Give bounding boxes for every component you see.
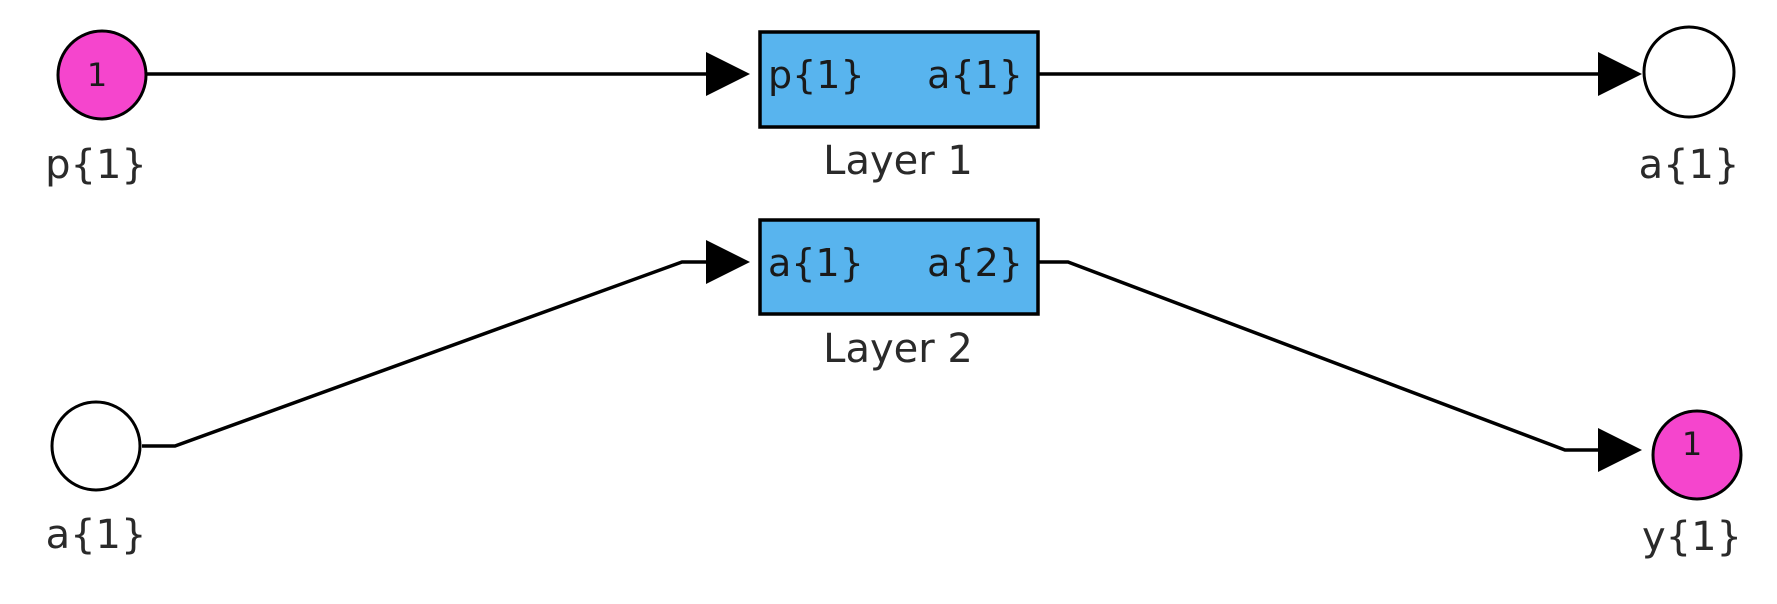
arrowhead-layer2-input <box>706 240 750 284</box>
inport-p1-circle <box>56 29 148 121</box>
inport-a1[interactable]: a{1} <box>46 400 147 558</box>
outport-a1-circle <box>1642 25 1736 119</box>
arrowhead-a1-output <box>1598 52 1642 96</box>
inport-p1-number: 1 <box>87 56 107 94</box>
arrowhead-y1-output <box>1598 428 1642 472</box>
outport-y1-label: y{1} <box>1642 514 1742 560</box>
layer2-block[interactable]: a{1} a{2} Layer 2 <box>758 218 1040 372</box>
outport-a1[interactable]: a{1} <box>1639 25 1740 188</box>
layer1-block[interactable]: p{1} a{1} Layer 1 <box>758 30 1040 184</box>
layer1-input-port-label: p{1} <box>768 53 865 97</box>
layer1-name: Layer 1 <box>823 138 973 184</box>
outport-y1-number: 1 <box>1682 425 1702 463</box>
inport-p1-label: p{1} <box>45 142 147 188</box>
inport-a1-circle <box>50 400 142 492</box>
layer2-name: Layer 2 <box>823 326 973 372</box>
layer2-output-port-label: a{2} <box>927 241 1023 285</box>
layer1-output-port-label: a{1} <box>927 53 1023 97</box>
layer2-block-body <box>758 218 1040 316</box>
inport-a1-label: a{1} <box>46 512 147 558</box>
outport-y1-circle <box>1651 409 1743 501</box>
layer1-block-body <box>758 30 1040 129</box>
outport-y1[interactable]: 1 y{1} <box>1642 409 1743 560</box>
inport-p1[interactable]: 1 p{1} <box>45 29 148 188</box>
arrowhead-layer1-input <box>706 52 750 96</box>
wire-layer2-to-y1-output <box>1038 260 1600 452</box>
wire-a1-to-layer2 <box>142 260 712 448</box>
outport-a1-label: a{1} <box>1639 142 1740 188</box>
layer2-input-port-label: a{1} <box>768 241 864 285</box>
